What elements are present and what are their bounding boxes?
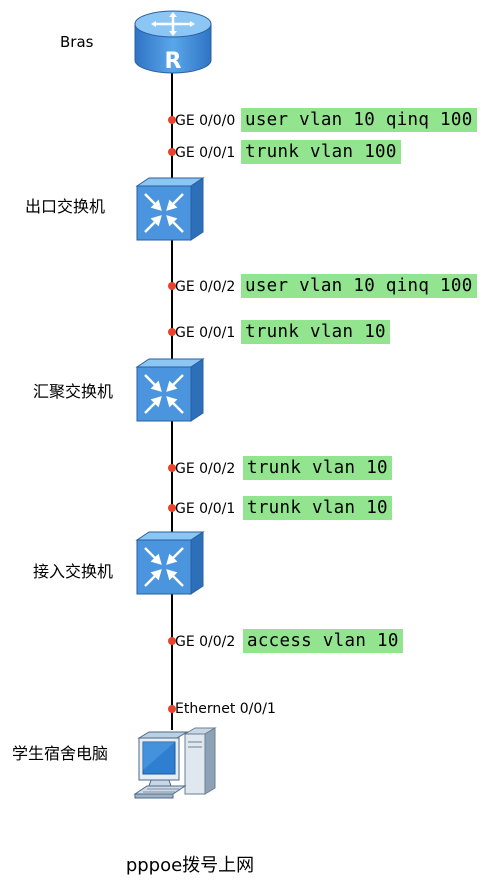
router-icon: R [134,10,212,74]
bras-label: Bras [60,33,94,51]
port-dot [168,116,176,124]
config-label: user vlan 10 qinq 100 [241,274,477,298]
port-label: GE 0/0/2 [175,461,236,477]
aggregation-switch-label: 汇聚交换机 [33,382,114,401]
config-label: trunk vlan 10 [243,456,392,480]
config-label: trunk vlan 100 [241,140,401,164]
port-label: GE 0/0/1 [175,501,236,517]
dorm-pc-label: 学生宿舍电脑 [12,744,109,763]
port-label: GE 0/0/1 [175,145,236,161]
port-dot [168,504,176,512]
port-dot [168,637,176,645]
port-dot [168,328,176,336]
config-label: trunk vlan 10 [243,496,392,520]
config-label: access vlan 10 [243,629,403,653]
port-dot [168,282,176,290]
port-dot [168,464,176,472]
port-label: GE 0/0/0 [175,113,236,129]
port-dot [168,148,176,156]
caption: pppoe拨号上网 [125,855,255,876]
switch-icon [135,177,205,241]
port-label: GE 0/0/2 [175,634,236,650]
pc-icon [133,727,217,799]
config-label: trunk vlan 10 [241,320,390,344]
svg-text:R: R [165,49,182,74]
switch-icon [135,358,205,422]
port-label: GE 0/0/2 [175,279,236,295]
port-dot [168,705,176,713]
config-label: user vlan 10 qinq 100 [241,108,477,132]
access-switch-label: 接入交换机 [33,562,114,581]
egress-switch-label: 出口交换机 [25,197,106,216]
port-label: Ethernet 0/0/1 [175,701,276,717]
port-label: GE 0/0/1 [175,325,236,341]
switch-icon [135,531,205,595]
